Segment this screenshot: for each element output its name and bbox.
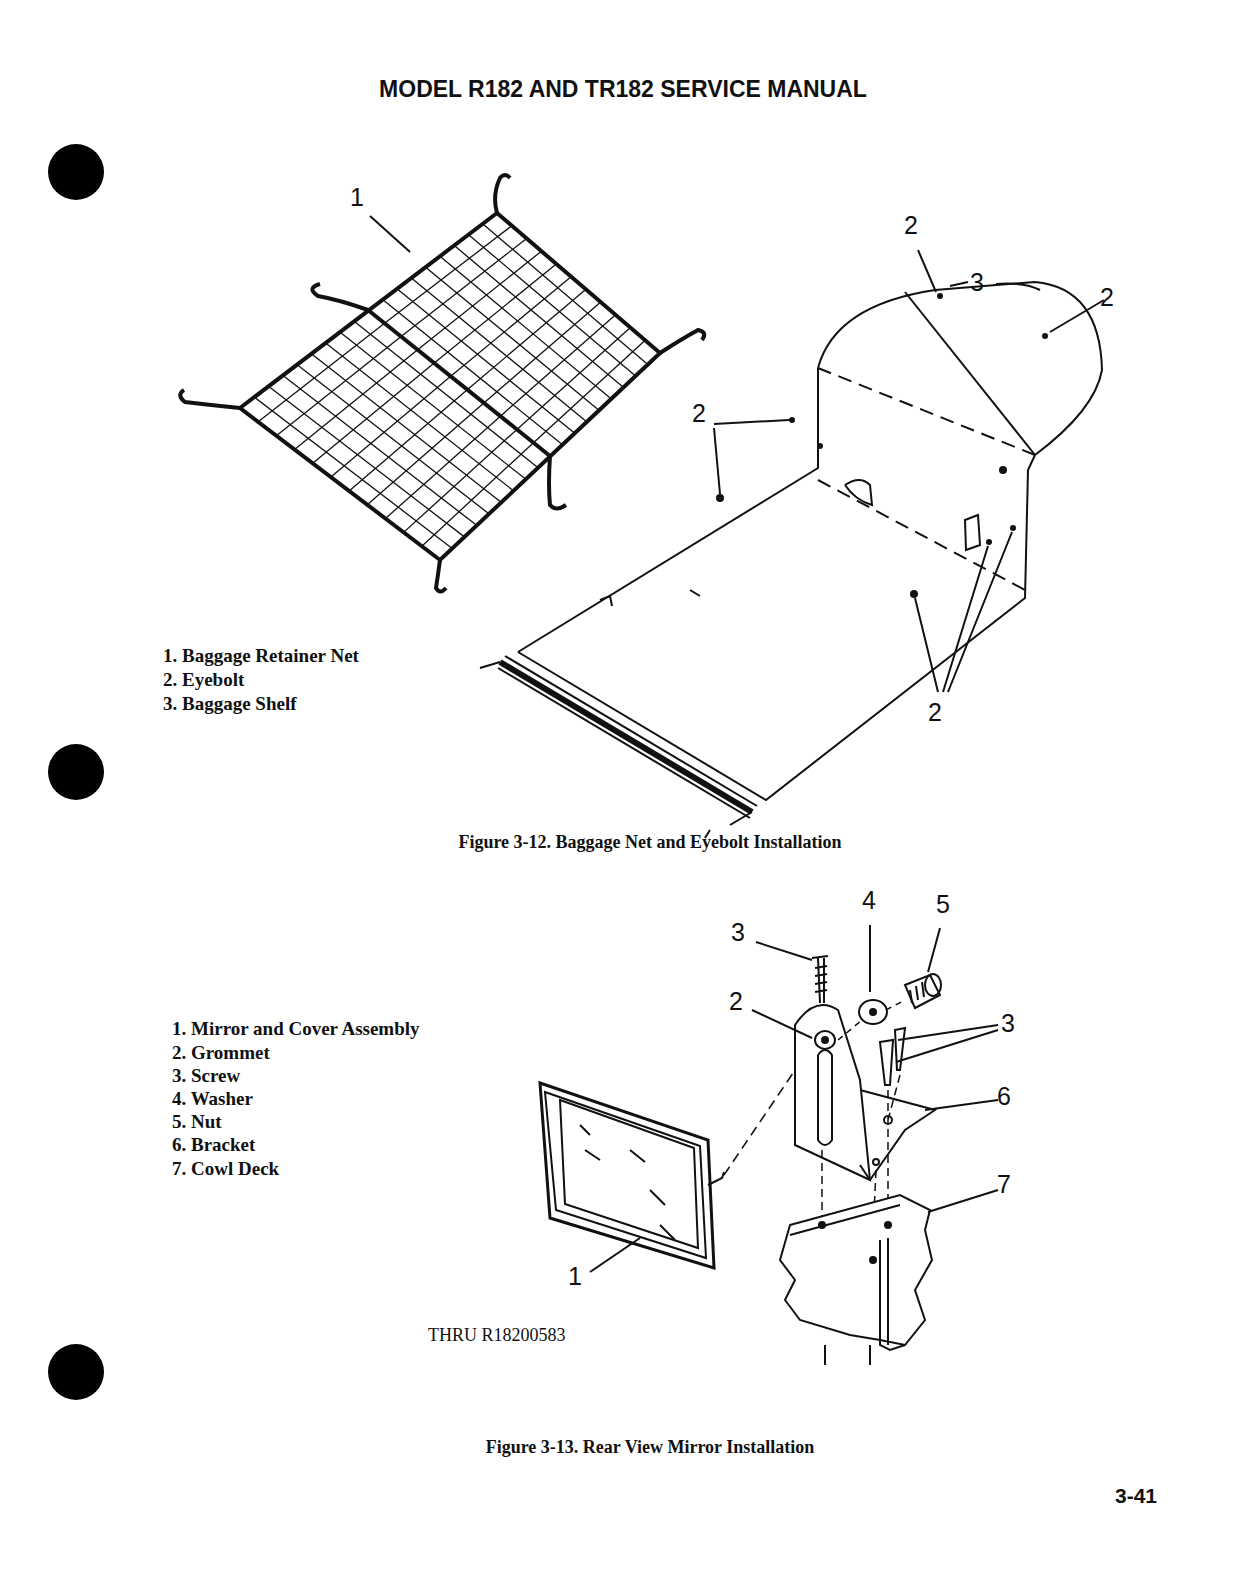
net-mesh (385, 416, 500, 518)
page-number: 3-41 (1115, 1484, 1157, 1508)
washer-nut-screws (812, 956, 941, 1235)
net-mesh (397, 288, 575, 433)
net-mesh (483, 224, 648, 365)
net-mesh (382, 299, 562, 444)
net-mesh (354, 321, 538, 468)
net-mesh (340, 332, 526, 479)
net-mesh (533, 340, 645, 442)
net-mesh (500, 315, 615, 416)
net-mesh (258, 323, 384, 422)
net-mesh (401, 238, 527, 336)
callout-number: 1 (568, 1262, 582, 1291)
net-mesh (268, 386, 464, 537)
leader-lines (370, 216, 1104, 692)
binder-holes (48, 144, 104, 1400)
cowl-deck (780, 1195, 932, 1365)
net-mesh (331, 376, 451, 477)
callout-number: 1 (350, 183, 364, 212)
legend-entry: 5. Nut (172, 1111, 222, 1133)
net-mesh (440, 256, 611, 399)
net-mesh (422, 443, 534, 546)
net-mesh (434, 264, 556, 363)
legend-entry: 7. Cowl Deck (172, 1158, 279, 1180)
callout-number: 3 (970, 268, 984, 297)
serial-note: THRU R18200583 (428, 1325, 566, 1346)
net-mesh (325, 343, 513, 491)
legend-entry: 2. Eyebolt (163, 669, 244, 691)
net-mesh (276, 337, 401, 436)
net-mesh (517, 328, 630, 430)
bracket (795, 1005, 935, 1180)
legend-entry: 1. Baggage Retainer Net (163, 645, 359, 667)
net-mesh (418, 251, 542, 350)
legend-entry: 4. Washer (172, 1088, 253, 1110)
legend-entry: 3. Screw (172, 1065, 240, 1087)
callout-number: 3 (1001, 1009, 1015, 1038)
callout-number: 3 (731, 918, 745, 947)
net-mesh (404, 429, 517, 532)
figure-caption: Figure 3-12. Baggage Net and Eyebolt Ins… (458, 832, 841, 853)
net-mesh (385, 226, 512, 324)
net-mesh (367, 403, 484, 505)
page-title: MODEL R182 AND TR182 SERVICE MANUAL (379, 76, 867, 102)
net-mesh (295, 350, 418, 450)
legend-entry: 3. Baggage Shelf (163, 693, 297, 715)
legend-entry: 2. Grommet (172, 1042, 270, 1064)
net-mesh (313, 363, 434, 463)
callout-number: 2 (928, 698, 942, 727)
net-mesh (451, 277, 571, 377)
net-mesh (454, 245, 623, 387)
callout-number: 2 (904, 211, 918, 240)
callout-number: 6 (997, 1082, 1011, 1111)
legend-entry: 6. Bracket (172, 1134, 255, 1156)
net-mesh (467, 289, 586, 389)
net-mesh (311, 354, 501, 503)
net-mesh (484, 302, 601, 403)
figure-caption: Figure 3-13. Rear View Mirror Installati… (486, 1437, 815, 1458)
callout-number: 4 (862, 886, 876, 915)
net-mesh (468, 235, 635, 376)
callout-number: 2 (1100, 283, 1114, 312)
legend-entry: 1. Mirror and Cover Assembly (172, 1018, 420, 1040)
net-mesh (283, 375, 477, 525)
baggage-shelf (480, 282, 1102, 838)
net-mesh (297, 364, 489, 513)
callout-number: 7 (997, 1170, 1011, 1199)
eyebolts (716, 293, 1048, 598)
net-mesh (411, 278, 587, 422)
callout-number: 5 (936, 890, 950, 919)
callout-number: 2 (692, 399, 706, 428)
callout-number: 2 (729, 987, 743, 1016)
mirror-assembly (540, 1045, 812, 1268)
leader-lines (590, 925, 998, 1272)
baggage-net (180, 175, 704, 592)
net-mesh (349, 390, 467, 491)
net-mesh (425, 267, 599, 410)
